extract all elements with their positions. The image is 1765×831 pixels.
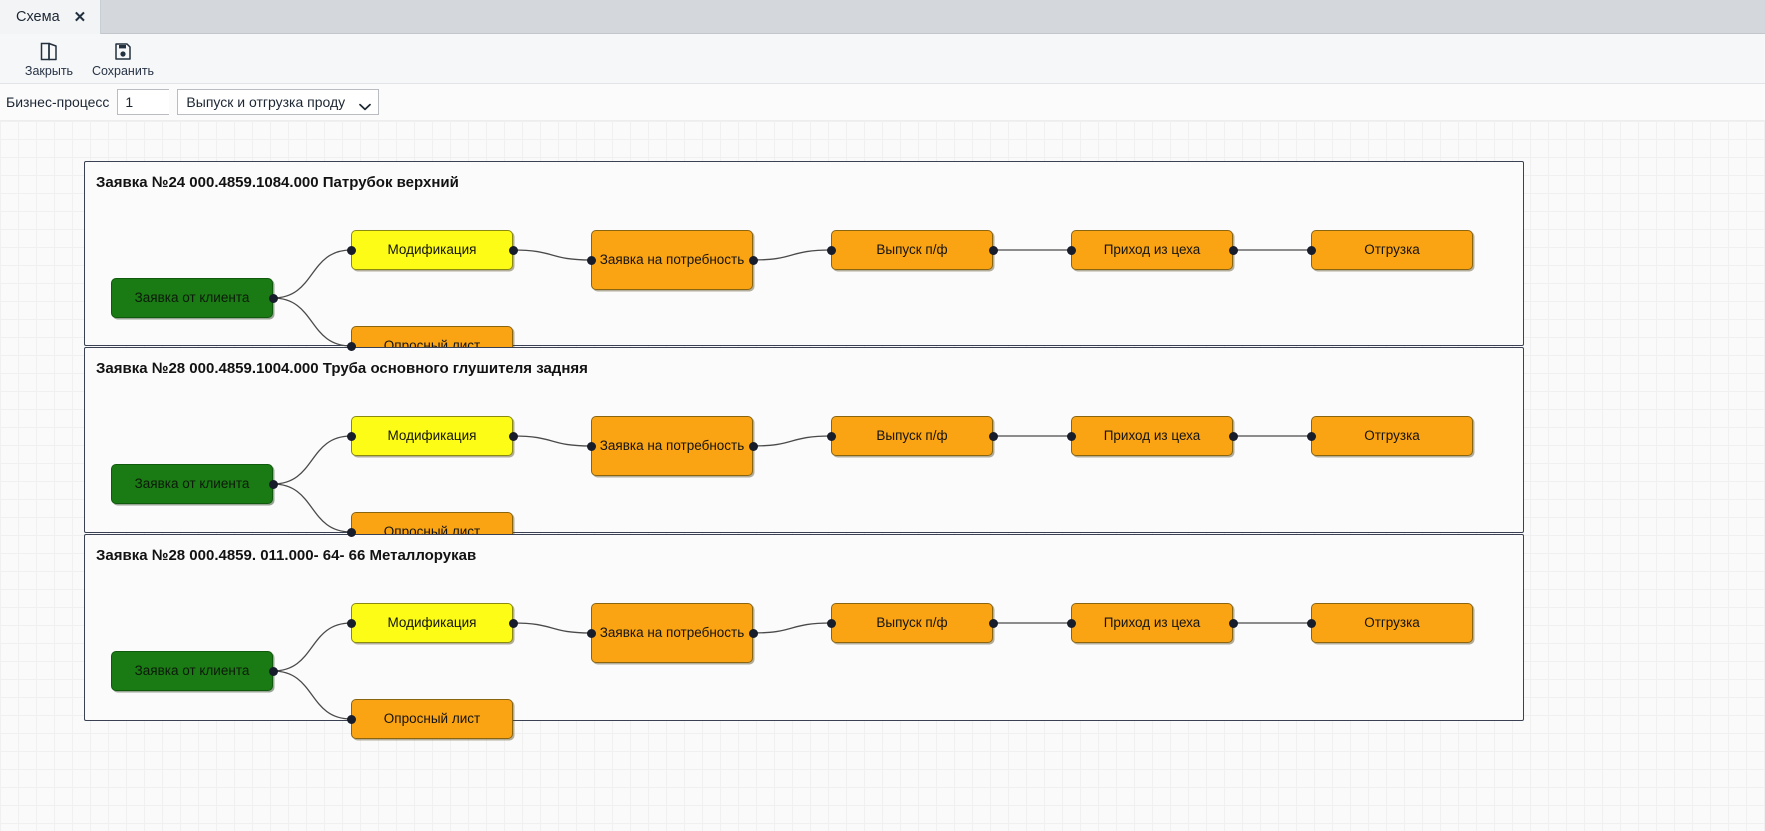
diagram-node[interactable]: Выпуск п/ф bbox=[831, 230, 993, 270]
diagram-node[interactable]: Отгрузка bbox=[1311, 230, 1473, 270]
node-port[interactable] bbox=[826, 431, 836, 441]
node-port[interactable] bbox=[346, 431, 356, 441]
tab-label: Схема bbox=[16, 9, 60, 25]
diagram-group[interactable]: Заявка №24 000.4859.1084.000 Патрубок ве… bbox=[84, 161, 1524, 366]
connector-edge[interactable] bbox=[272, 622, 352, 672]
diagram-node[interactable]: Выпуск п/ф bbox=[831, 603, 993, 643]
node-port[interactable] bbox=[1306, 431, 1316, 441]
node-port[interactable] bbox=[346, 341, 356, 351]
diagram-node[interactable]: Приход из цеха bbox=[1071, 230, 1233, 270]
node-port[interactable] bbox=[988, 431, 998, 441]
tab-shema[interactable]: Схема ✕ bbox=[0, 0, 102, 34]
diagram-node[interactable]: Приход из цеха bbox=[1071, 416, 1233, 456]
node-port[interactable] bbox=[1228, 618, 1238, 628]
diagram-node[interactable]: Приход из цеха bbox=[1071, 603, 1233, 643]
connector-edge[interactable] bbox=[272, 249, 352, 299]
diagram-node[interactable]: Отгрузка bbox=[1311, 416, 1473, 456]
node-port[interactable] bbox=[1306, 245, 1316, 255]
tab-strip: Схема ✕ bbox=[0, 0, 1765, 34]
diagram-group[interactable]: Заявка №28 000.4859.1004.000 Труба основ… bbox=[84, 347, 1524, 552]
node-port[interactable] bbox=[988, 245, 998, 255]
node-port[interactable] bbox=[826, 618, 836, 628]
close-button-label: Закрыть bbox=[24, 64, 74, 78]
diagram-group[interactable]: Заявка №28 000.4859. 011.000- 64- 66 Мет… bbox=[84, 534, 1524, 739]
node-port[interactable] bbox=[1066, 618, 1076, 628]
diagram-node[interactable]: Опросный лист bbox=[351, 699, 513, 739]
connector-layer bbox=[272, 622, 1311, 720]
node-port[interactable] bbox=[268, 293, 278, 303]
chevron-down-icon bbox=[359, 98, 372, 111]
business-process-number-input[interactable]: 1 bbox=[117, 89, 170, 115]
connector-edge[interactable] bbox=[512, 622, 592, 634]
node-port[interactable] bbox=[826, 245, 836, 255]
exit-door-icon bbox=[39, 40, 59, 62]
save-button-label: Сохранить bbox=[91, 64, 155, 78]
node-port[interactable] bbox=[1228, 431, 1238, 441]
diagram-node[interactable]: Заявка от клиента bbox=[111, 464, 273, 504]
connector-edge[interactable] bbox=[752, 435, 832, 447]
node-port[interactable] bbox=[268, 666, 278, 676]
connector-layer bbox=[272, 435, 1311, 533]
diagram-node[interactable]: Модификация bbox=[351, 416, 513, 456]
toolbar: Закрыть Сохранить O bbox=[0, 34, 1765, 105]
group-title: Заявка №24 000.4859.1084.000 Патрубок ве… bbox=[96, 174, 459, 191]
node-port[interactable] bbox=[268, 479, 278, 489]
diagram-node[interactable]: Заявка от клиента bbox=[111, 651, 273, 691]
node-port[interactable] bbox=[748, 628, 758, 638]
connector-edge[interactable] bbox=[512, 249, 592, 261]
node-port[interactable] bbox=[346, 618, 356, 628]
diagram-node[interactable]: Заявка на потребность bbox=[591, 416, 753, 476]
diagram-node[interactable]: Заявка на потребность bbox=[591, 230, 753, 290]
connector-edge[interactable] bbox=[512, 435, 592, 447]
node-port[interactable] bbox=[586, 255, 596, 265]
node-port[interactable] bbox=[508, 431, 518, 441]
node-port[interactable] bbox=[748, 255, 758, 265]
node-port[interactable] bbox=[1066, 431, 1076, 441]
diagram-node[interactable]: Отгрузка bbox=[1311, 603, 1473, 643]
close-button[interactable]: Закрыть bbox=[6, 36, 92, 82]
floppy-disk-icon bbox=[113, 40, 133, 62]
node-port[interactable] bbox=[346, 714, 356, 724]
parameter-bar: Бизнес-процесс 1 Выпуск и отгрузка проду bbox=[0, 84, 1765, 121]
node-port[interactable] bbox=[748, 441, 758, 451]
connector-edge[interactable] bbox=[272, 435, 352, 485]
node-port[interactable] bbox=[586, 441, 596, 451]
node-port[interactable] bbox=[1306, 618, 1316, 628]
business-process-select[interactable]: Выпуск и отгрузка проду bbox=[177, 89, 380, 115]
diagram-node[interactable]: Выпуск п/ф bbox=[831, 416, 993, 456]
close-icon[interactable]: ✕ bbox=[73, 8, 87, 26]
connector-edge[interactable] bbox=[272, 297, 352, 347]
node-port[interactable] bbox=[508, 245, 518, 255]
business-process-label: Бизнес-процесс bbox=[6, 94, 110, 110]
node-port[interactable] bbox=[1228, 245, 1238, 255]
group-title: Заявка №28 000.4859. 011.000- 64- 66 Мет… bbox=[96, 547, 477, 564]
node-port[interactable] bbox=[988, 618, 998, 628]
node-port[interactable] bbox=[1066, 245, 1076, 255]
node-port[interactable] bbox=[586, 628, 596, 638]
node-port[interactable] bbox=[508, 618, 518, 628]
connector-edge[interactable] bbox=[272, 670, 352, 720]
diagram-node[interactable]: Заявка от клиента bbox=[111, 278, 273, 318]
connector-edge[interactable] bbox=[272, 483, 352, 533]
connector-layer bbox=[272, 249, 1311, 347]
connector-edge[interactable] bbox=[752, 622, 832, 634]
group-title: Заявка №28 000.4859.1004.000 Труба основ… bbox=[96, 360, 588, 377]
diagram-canvas[interactable]: Заявка №24 000.4859.1084.000 Патрубок ве… bbox=[0, 121, 1765, 831]
business-process-select-value: Выпуск и отгрузка проду bbox=[186, 94, 346, 110]
diagram-node[interactable]: Модификация bbox=[351, 603, 513, 643]
connector-edge[interactable] bbox=[752, 249, 832, 261]
diagram-node[interactable]: Заявка на потребность bbox=[591, 603, 753, 663]
node-port[interactable] bbox=[346, 245, 356, 255]
save-button[interactable]: Сохранить bbox=[80, 36, 166, 82]
node-port[interactable] bbox=[346, 527, 356, 537]
